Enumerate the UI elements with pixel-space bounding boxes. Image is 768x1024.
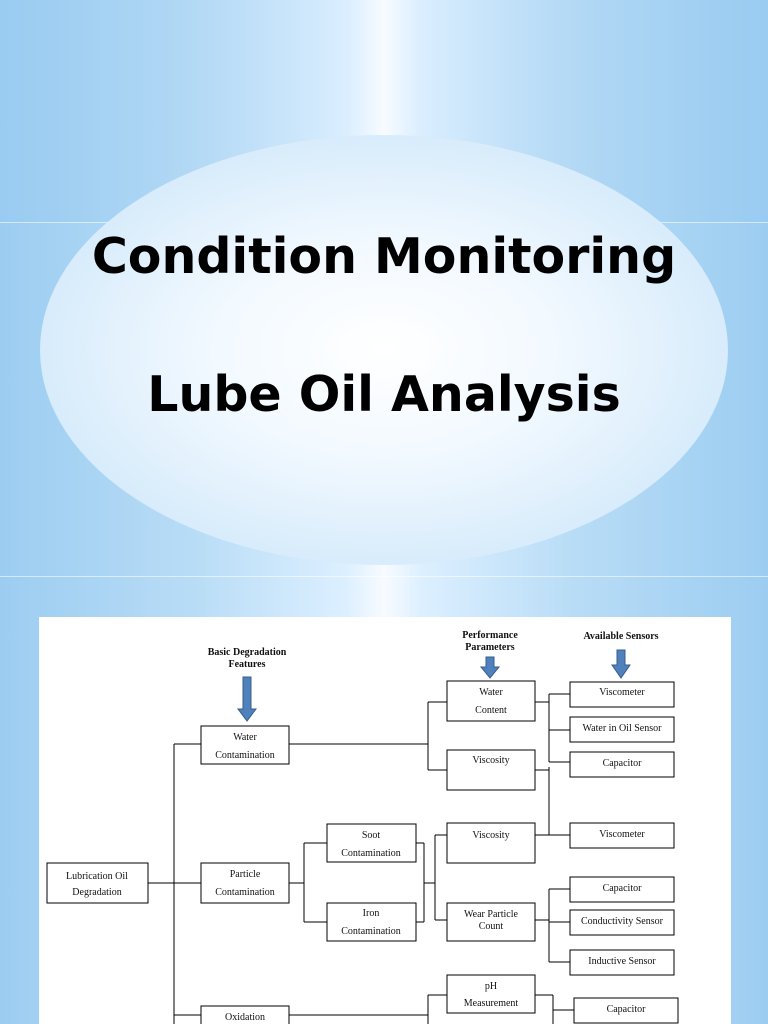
connector-lines [148, 693, 574, 1024]
slide-title: Condition Monitoring [91, 228, 677, 285]
oxidation-label: Oxidation [225, 1012, 265, 1023]
wear-particle-label-2: Count [479, 921, 504, 932]
band-divider-bottom [0, 576, 768, 577]
viscometer-box-1 [569, 681, 675, 708]
water-in-oil-box [569, 716, 675, 743]
ph-label-1: pH [485, 981, 497, 992]
degradation-diagram: Basic Degradation Features Performance P… [39, 617, 731, 1024]
down-arrow-icon [479, 656, 501, 679]
soot-label-2: Contamination [341, 848, 400, 859]
capacitor-label-3: Capacitor [607, 1004, 647, 1015]
sensors-header: Available Sensors [583, 631, 658, 642]
box-labels: Lubrication Oil Degradation Water Contam… [66, 687, 664, 1023]
performance-header-line1: Performance [462, 630, 518, 641]
viscosity-label-2: Viscosity [472, 830, 509, 841]
performance-header-line2: Parameters [465, 642, 515, 653]
viscosity-box-2 [446, 822, 536, 864]
root-label-1: Lubrication Oil [66, 871, 128, 882]
oxidation-box [200, 1005, 290, 1024]
iron-contamination-box [326, 902, 417, 942]
diagram-svg: Basic Degradation Features Performance P… [46, 630, 679, 1024]
root-box [46, 862, 149, 904]
capacitor-label-2: Capacitor [603, 883, 643, 894]
basic-features-header-line2: Features [228, 659, 265, 670]
diagram-boxes [46, 680, 679, 1024]
down-arrow-icon [611, 649, 631, 679]
slide-subtitle: Lube Oil Analysis [147, 366, 621, 423]
capacitor-label-1: Capacitor [603, 758, 643, 769]
down-arrow-icon [237, 676, 257, 722]
particle-contamination-box [200, 862, 290, 904]
conductivity-box [569, 909, 675, 936]
capacitor-box-3 [573, 997, 679, 1024]
inductive-label: Inductive Sensor [588, 956, 656, 967]
wear-particle-label-1: Wear Particle [464, 909, 518, 920]
water-contamination-label-2: Contamination [215, 750, 274, 761]
title-glow [40, 135, 728, 565]
water-in-oil-label: Water in Oil Sensor [583, 723, 663, 734]
basic-features-header-line1: Basic Degradation [208, 647, 287, 658]
viscosity-box-1 [446, 749, 536, 791]
conductivity-label: Conductivity Sensor [581, 916, 664, 927]
water-contamination-label-1: Water [233, 732, 257, 743]
root-label-2: Degradation [72, 887, 121, 898]
viscometer-label-1: Viscometer [599, 687, 645, 698]
capacitor-box-2 [569, 876, 675, 903]
ph-label-2: Measurement [464, 998, 519, 1009]
header-arrows [237, 649, 631, 722]
soot-label-1: Soot [362, 830, 381, 841]
iron-label-1: Iron [363, 908, 380, 919]
water-content-label-1: Water [479, 687, 503, 698]
water-contamination-box [200, 725, 290, 765]
viscometer-label-2: Viscometer [599, 829, 645, 840]
water-content-label-2: Content [475, 705, 507, 716]
viscometer-box-2 [569, 822, 675, 849]
water-content-box [446, 680, 536, 722]
particle-contamination-label-2: Contamination [215, 887, 274, 898]
viscosity-label-1: Viscosity [472, 755, 509, 766]
soot-contamination-box [326, 823, 417, 863]
wear-particle-box [446, 902, 536, 942]
capacitor-box-1 [569, 751, 675, 778]
iron-label-2: Contamination [341, 926, 400, 937]
ph-measurement-box [446, 974, 536, 1014]
particle-contamination-label-1: Particle [230, 869, 261, 880]
inductive-box [569, 949, 675, 976]
